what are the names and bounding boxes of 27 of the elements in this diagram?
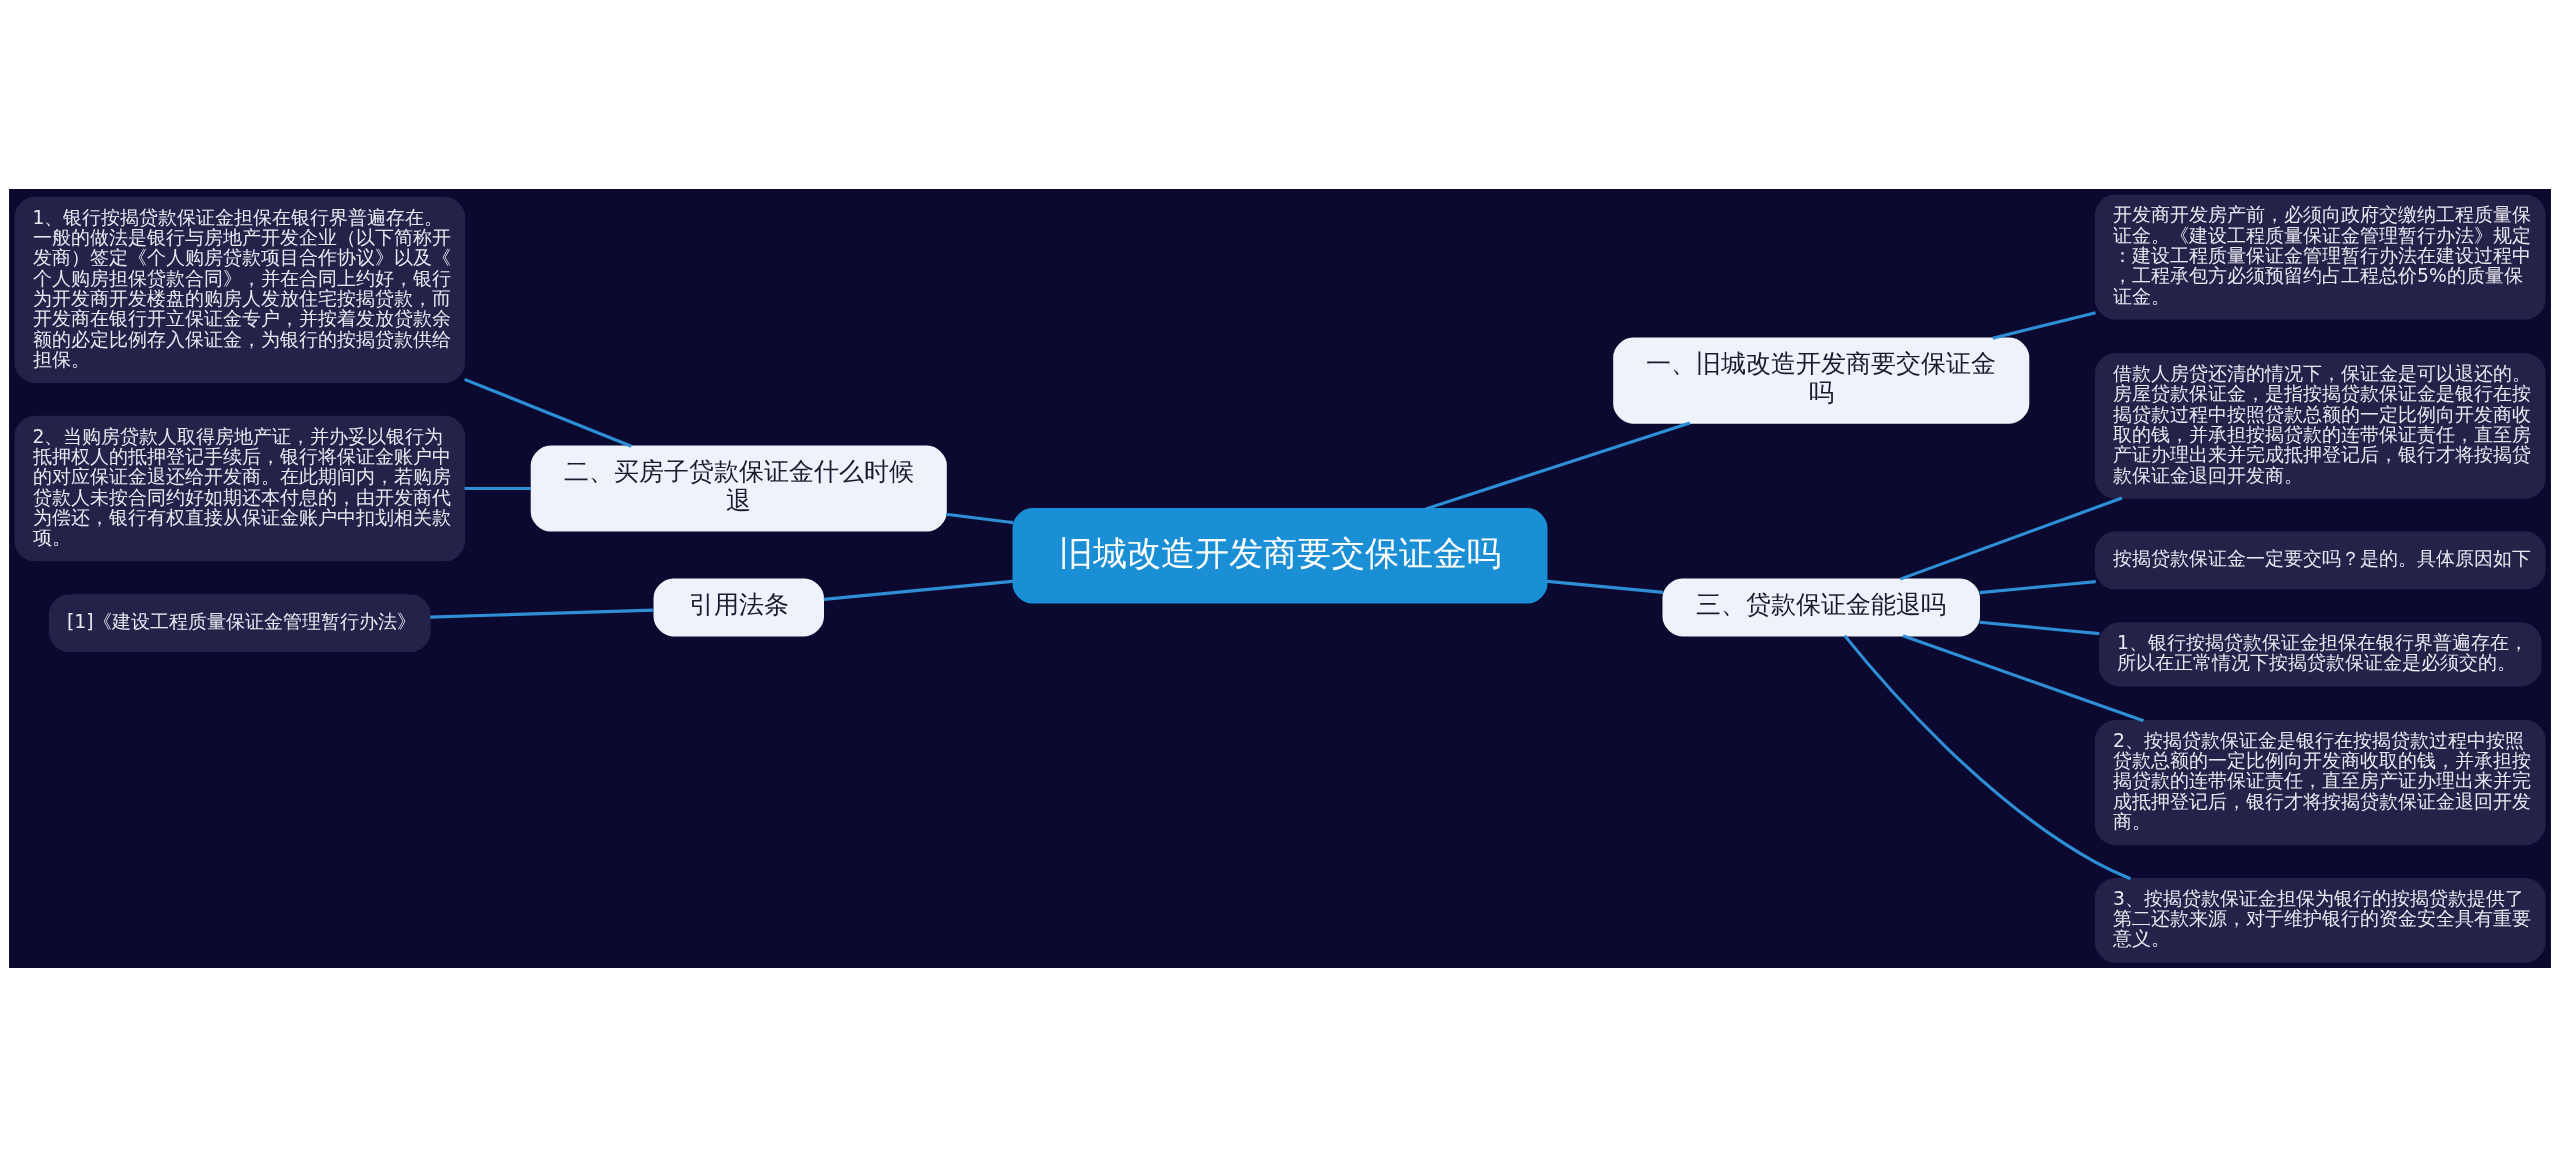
node-box: 开发商开发房产前，必须向政府交缴纳工程质量保证金。《建设工程质量保证金管理暂行办法》规定：建设工程质量保证金管理暂行办法在建设过程中，工程承包方必须预留约占工程总价5%的质量保证金。 (2095, 194, 2546, 320)
node-box: 1、银行按揭贷款保证金担保在银行界普遍存在，所以在正常情况下按揭贷款保证金是必须交的。 (2098, 622, 2542, 687)
connector (430, 608, 654, 619)
node-box: 2、按揭贷款保证金是银行在按揭贷款过程中按照贷款总额的一定比例向开发商收取的钱，并承担按揭贷款的连带保证责任，直至房产证办理出来并完成抵押登记后，银行才将按揭贷款保证金退回开发商。 (2095, 720, 2546, 846)
node-box: 引用法条 (653, 578, 824, 637)
node-box: 2、当购房贷款人取得房地产证，并办妥以银行为抵押权人的抵押登记手续后，银行将保证金账户中的对应保证金退还给开发商。在此期间内，若购房贷款人未按合同约好如期还本付息的，由开发商代为偿还，银行有权直接从保证金账户中扣划相关款项。 (14, 415, 465, 562)
connector (1425, 421, 1691, 511)
connector (1546, 579, 1664, 594)
connector (464, 487, 531, 491)
connector (945, 512, 1014, 525)
node-box: 3、按揭贷款保证金担保为银行的按揭贷款提供了第二还款来源，对于维护银行的资金安全具有重要意义。 (2095, 878, 2546, 963)
connector (1902, 634, 2144, 723)
connector (1979, 620, 2100, 636)
node-box: 三、贷款保证金能退吗 (1662, 578, 1980, 637)
node-box: 1、银行按揭贷款保证金担保在银行界普遍存在。一般的做法是银行与房地产开发企业（以下简称开发商）签定《个人购房贷款项目合作协议》以及《个人购房担保贷款合同》，并在合同上约好，银行为开发商开发楼盘的购房人发放住宅按揭贷款，而开发商在银行开立保证金专户，并按着发放贷款余额的必定比例存入保证金，为银行的按揭贷款供给担保。 (14, 196, 465, 383)
connector (823, 579, 1013, 601)
connector (1979, 580, 2096, 595)
node-box: 借款人房贷还清的情况下，保证金是可以退还的。房屋贷款保证金，是指按揭贷款保证金是银行在按揭贷款过程中按照贷款总额的一定比例向开发商收取的钱，并承担按揭贷款的连带保证责任，直至房产证办理出来并完成抵押登记后，银行才将按揭贷款保证金退回开发商。 (2095, 353, 2546, 499)
connector (1843, 634, 2132, 881)
node-box: 一、旧城改造开发商要交保证金吗 (1613, 337, 2030, 424)
connector (1899, 496, 2123, 581)
node-box: 二、买房子贷款保证金什么时候退 (530, 445, 947, 532)
connector (464, 377, 633, 448)
node-box: 旧城改造开发商要交保证金吗 (1012, 508, 1548, 604)
connector (1992, 311, 2096, 340)
node-box: [1]《建设工程质量保证金管理暂行办法》 (48, 594, 431, 652)
node-box: 按揭贷款保证金一定要交吗？是的。具体原因如下 (2095, 531, 2546, 590)
